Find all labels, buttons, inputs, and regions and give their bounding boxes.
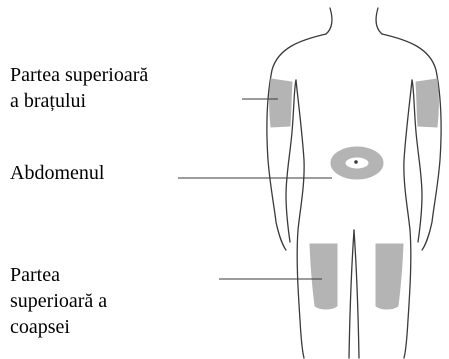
thigh-label: Partea superioară a coapsei xyxy=(10,262,107,340)
thigh-left-zone xyxy=(310,244,337,309)
upper-arm-label-line2: a brațului xyxy=(10,88,148,114)
body-silhouette xyxy=(267,8,441,358)
neck-left xyxy=(326,8,332,34)
right-arm-outer xyxy=(382,34,441,250)
torso-left-side xyxy=(296,80,304,358)
upper-arm-label-line1: Partea superioară xyxy=(10,62,148,88)
torso-right-side xyxy=(404,80,412,358)
inner-leg-right xyxy=(354,230,359,358)
leader-lines xyxy=(178,99,332,279)
upper-arm-right-zone xyxy=(416,79,439,127)
thigh-label-line1: Partea xyxy=(10,262,107,288)
neck-right xyxy=(376,8,382,34)
thigh-right-zone xyxy=(376,244,403,309)
abdomen-label-text: Abdomenul xyxy=(10,160,104,186)
left-arm-outer xyxy=(267,34,326,250)
thigh-label-line2: superioară a xyxy=(10,288,107,314)
upper-arm-left-zone xyxy=(270,79,293,127)
inner-leg-left xyxy=(349,230,354,358)
abdomen-label: Abdomenul xyxy=(10,160,104,186)
navel-icon xyxy=(354,160,358,164)
thigh-label-line3: coapsei xyxy=(10,314,107,340)
upper-arm-label: Partea superioară a brațului xyxy=(10,62,148,114)
injection-zones xyxy=(270,79,439,309)
